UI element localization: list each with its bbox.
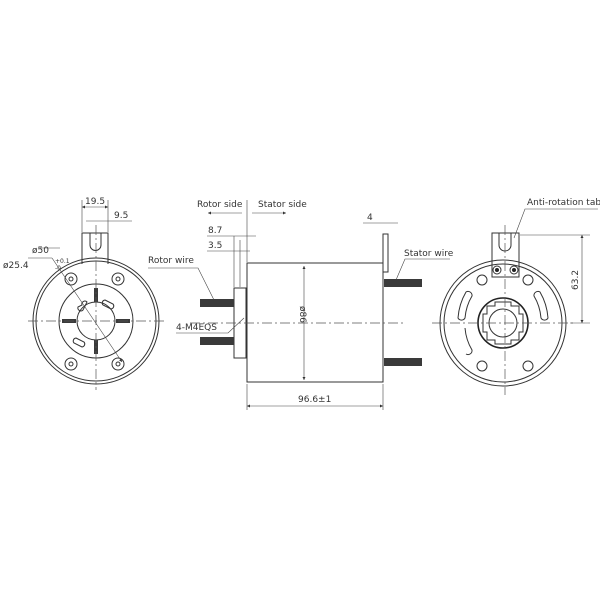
label-anti-rotation-tab: Anti-rotation tab bbox=[527, 198, 600, 208]
anti-rotation-tab bbox=[491, 232, 520, 278]
dim-flange-offset: 8.7 bbox=[208, 226, 222, 236]
label-rotor-wire: Rotor wire bbox=[148, 256, 194, 266]
side-view: Rotor side Stator side 8.7 3.5 4 ø86 96.… bbox=[148, 200, 454, 410]
dim-flange-thickness: 3.5 bbox=[208, 241, 222, 251]
dim-slot: 9.5 bbox=[114, 211, 128, 221]
dim-outer-dia: ø50 bbox=[32, 246, 49, 256]
dim-bore-tol-lower: -0 bbox=[55, 265, 61, 272]
label-screws: 4-M4EQS bbox=[176, 323, 217, 333]
dim-bore-dia: ø25.4 bbox=[3, 261, 29, 271]
label-stator-wire: Stator wire bbox=[404, 249, 454, 259]
label-stator-side: Stator side bbox=[258, 200, 307, 210]
dim-tab-width: 19.5 bbox=[85, 197, 105, 207]
dim-length: 96.6±1 bbox=[298, 395, 331, 405]
dim-tab-thickness: 4 bbox=[367, 213, 373, 223]
dim-bore-tol-upper: +0.1 bbox=[55, 258, 70, 265]
dim-tab-height: 63.2 bbox=[571, 270, 581, 290]
front-view: 19.5 9.5 ø50 ø25.4 +0.1 -0 bbox=[3, 197, 165, 390]
label-rotor-side: Rotor side bbox=[197, 200, 243, 210]
mounting-holes bbox=[476, 274, 534, 372]
rear-view: 63.2 Anti-rotation tab bbox=[432, 198, 600, 395]
stator-wires bbox=[384, 279, 422, 366]
dim-body-dia: ø86 bbox=[297, 306, 307, 323]
rotor-wires bbox=[200, 299, 234, 345]
mounting-holes bbox=[64, 272, 125, 371]
